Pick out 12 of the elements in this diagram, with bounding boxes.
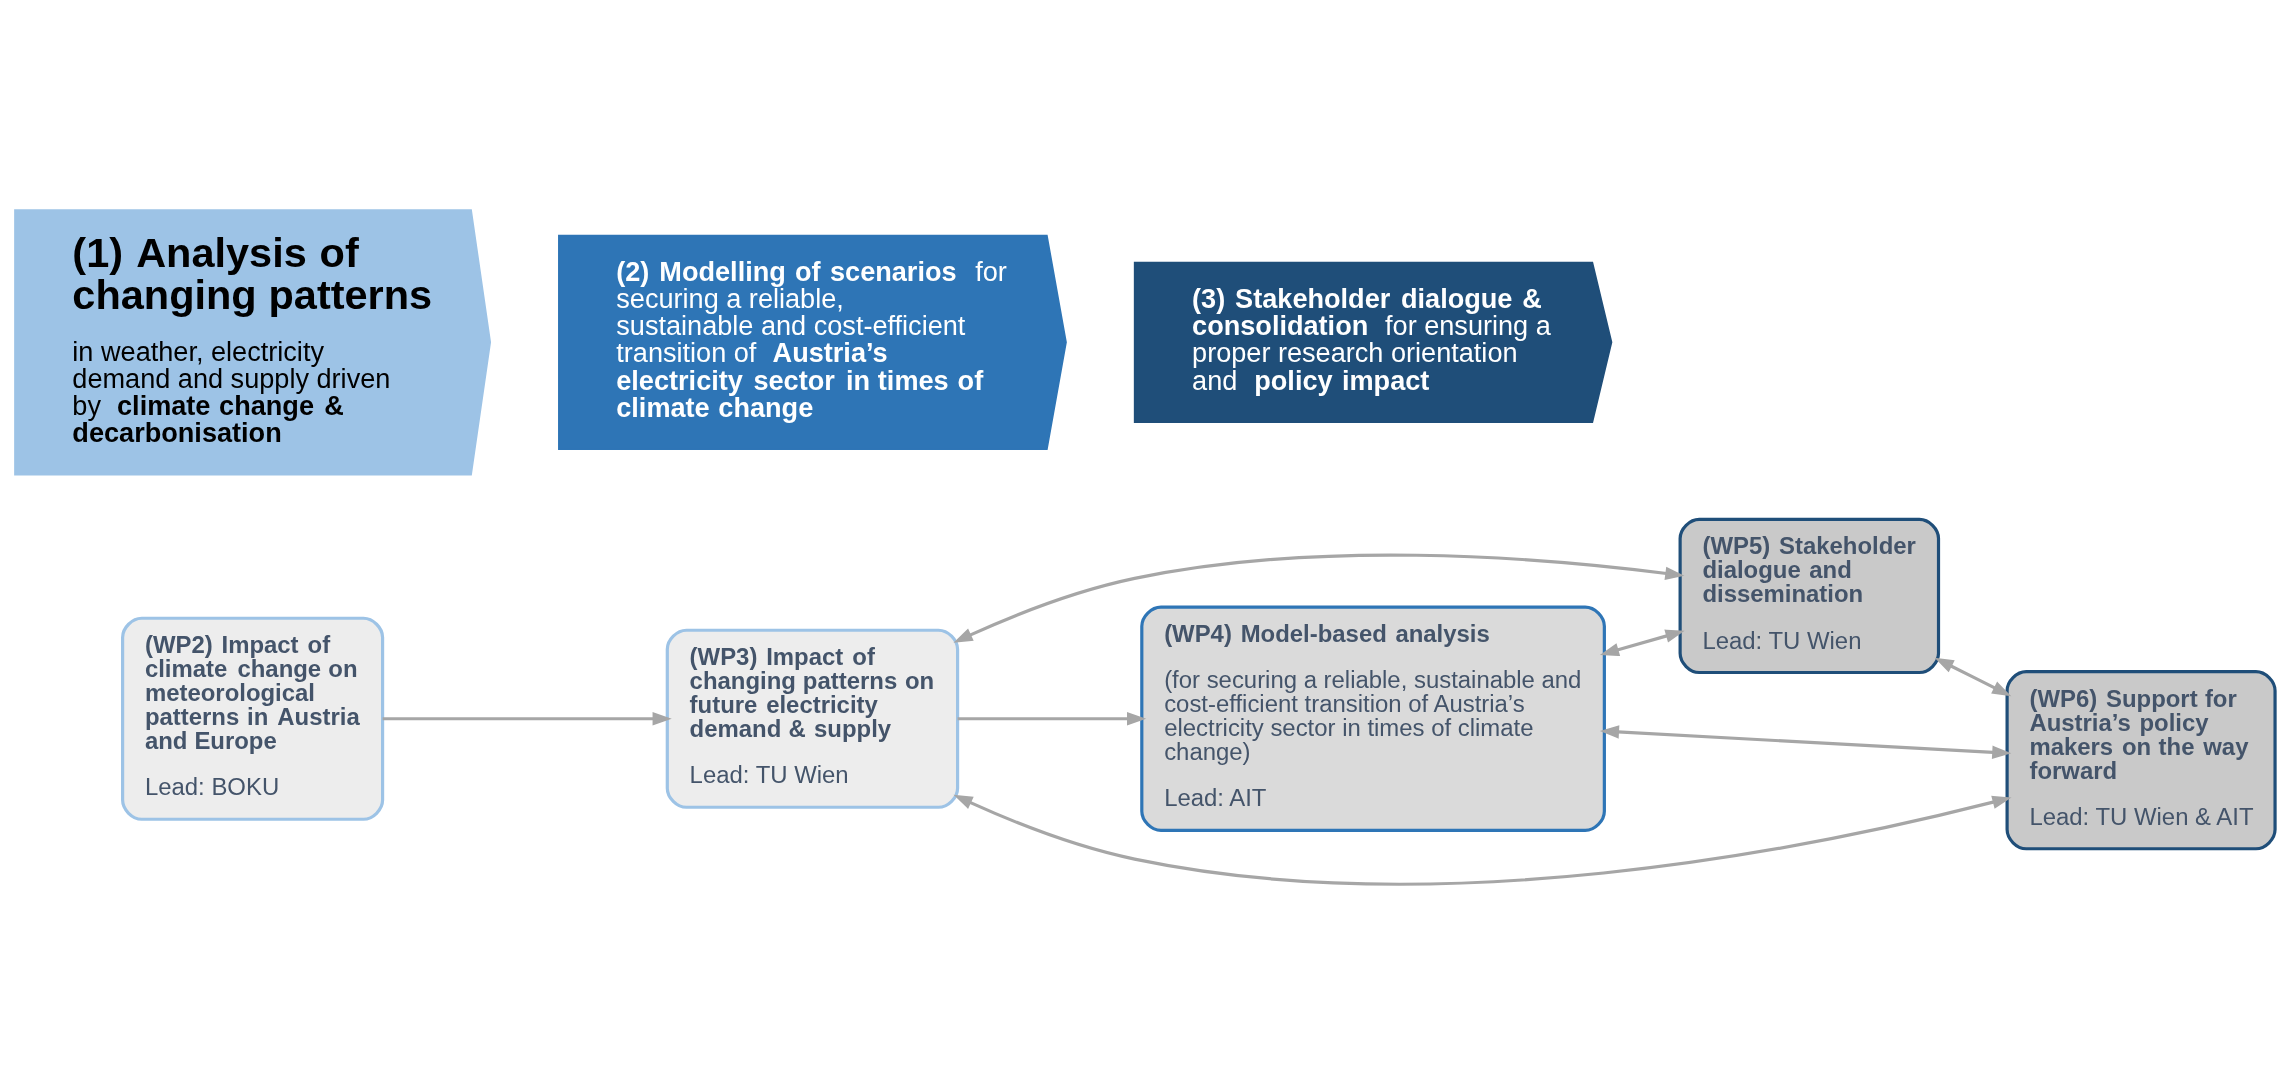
node-box: (WP5) Stakeholder dialogue and dissemination Lead: TU Wien — [1678, 517, 1941, 674]
arrow — [382, 711, 672, 725]
arrow — [953, 794, 2012, 885]
node-box: (WP6) Support for Austria’s policy makers on the way forward Lead: TU Wien & AIT — [2005, 669, 2277, 850]
arrow — [957, 711, 1147, 725]
node-box: (WP4) Model-based analysis (for securing a reliable, sustainable and cost-efficient transition of Austria’s electricity sector in times of climate change) Lead: AIT — [1140, 605, 1606, 832]
node-box: (WP2) Impact of climate change on meteorological patterns in Austria and Europe Lead: BOKU — [121, 616, 385, 821]
arrow — [1599, 629, 1685, 656]
arrow — [1934, 657, 2012, 696]
node-box: (WP3) Impact of changing patterns on future electricity demand & supply Lead: TU Wien — [665, 628, 960, 809]
arrow — [953, 553, 1685, 643]
arrow — [1599, 724, 2012, 759]
